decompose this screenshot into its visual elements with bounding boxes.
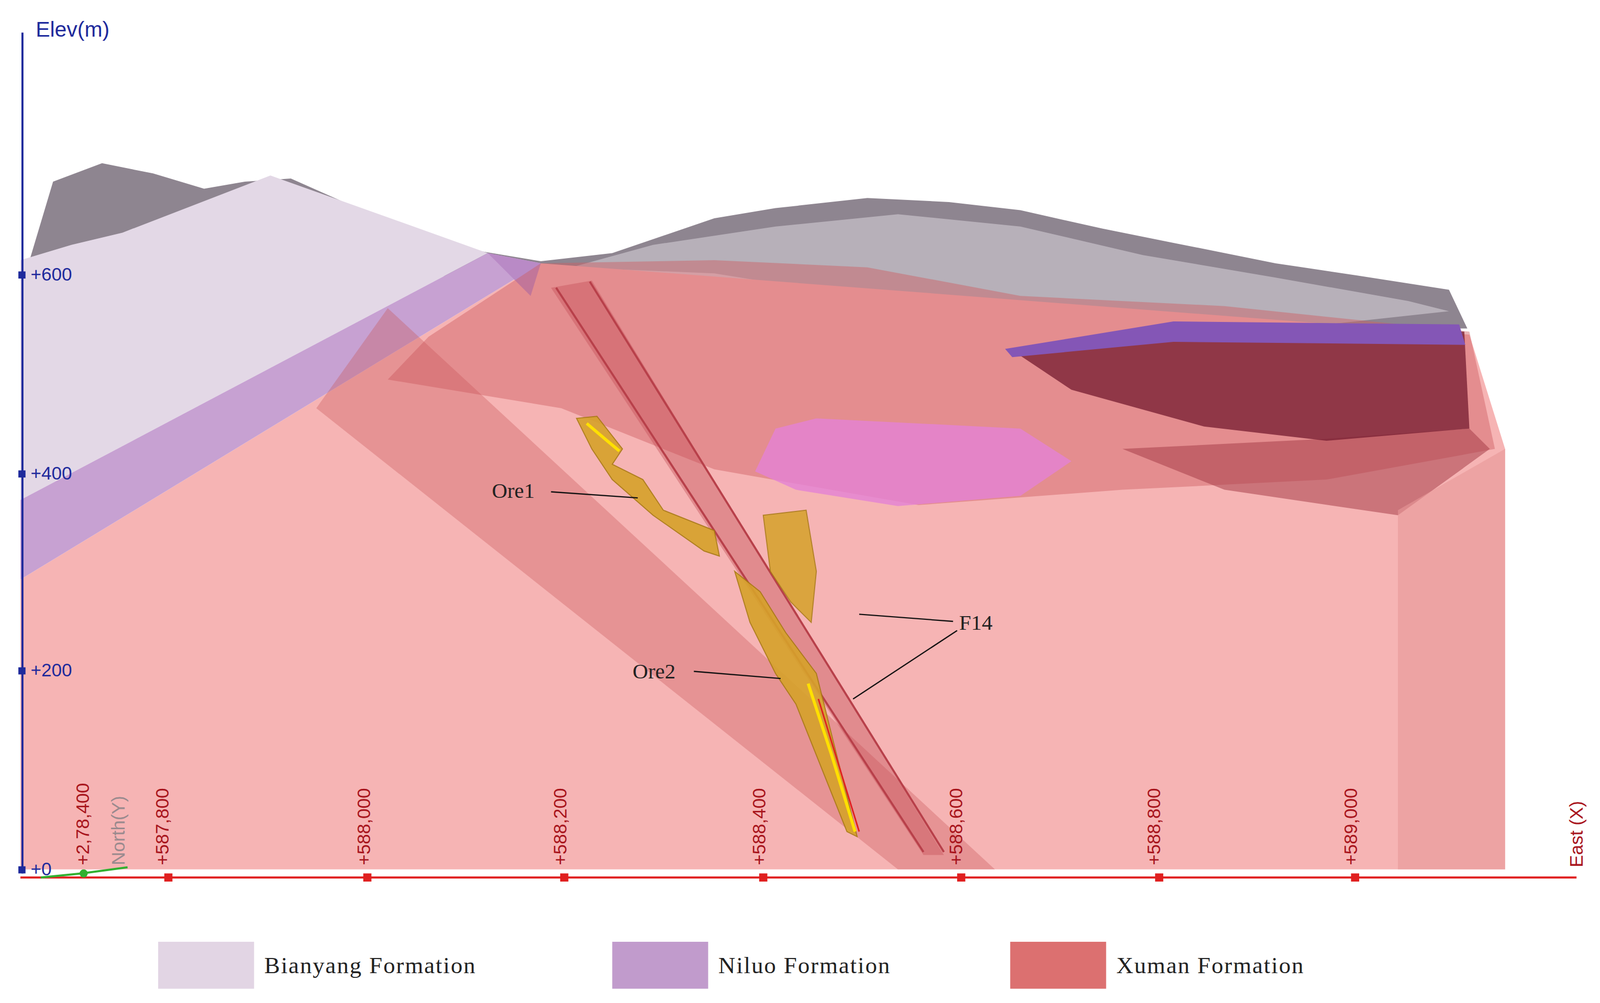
fault-line xyxy=(556,287,924,853)
north-axis xyxy=(40,867,128,878)
elevation-axis xyxy=(21,32,24,874)
tick-label: +600 xyxy=(30,265,72,286)
axis-title: Elev(m) xyxy=(35,16,110,41)
axis-tick xyxy=(79,869,88,879)
axis-tick xyxy=(759,873,768,882)
legend-swatch xyxy=(158,941,254,990)
niluo-strip xyxy=(1005,321,1466,358)
axis-tick xyxy=(18,667,26,675)
legend-text: Niluo Formation xyxy=(718,952,891,979)
tick-label: +2,78,400 xyxy=(73,783,94,866)
ore-body xyxy=(576,416,720,557)
axis-tick xyxy=(957,873,966,882)
east-axis xyxy=(20,876,1577,879)
fault-plane xyxy=(550,280,944,855)
axis-tick xyxy=(1154,873,1164,882)
ore-label: Ore1 xyxy=(491,479,535,503)
tick-label: +587,800 xyxy=(152,788,174,866)
ore-streak xyxy=(818,698,860,832)
tick-label: +588,600 xyxy=(947,788,968,866)
axis-tick xyxy=(363,873,372,882)
ore-body xyxy=(763,510,817,623)
axis-tick xyxy=(18,271,26,279)
legend-text: Bianyang Formation xyxy=(264,952,477,979)
axis-title: East (X) xyxy=(1567,801,1588,868)
magenta-lens xyxy=(754,418,1072,507)
legend-swatch xyxy=(1009,941,1106,990)
tick-label: +0 xyxy=(30,860,52,881)
axis-tick xyxy=(560,873,569,882)
ore-streak xyxy=(808,683,856,832)
tick-label: +588,800 xyxy=(1145,788,1166,866)
side-slab xyxy=(1397,449,1506,870)
tick-label: +200 xyxy=(30,661,72,682)
tick-label: +588,200 xyxy=(550,788,572,866)
axis-tick xyxy=(164,873,173,882)
leader-line xyxy=(859,614,953,622)
fault-line xyxy=(590,281,944,853)
ore-streak xyxy=(586,423,620,452)
axis-tick xyxy=(18,470,26,479)
axis-tick xyxy=(18,866,26,874)
legend-swatch xyxy=(612,941,708,990)
tick-label: +589,000 xyxy=(1341,788,1363,866)
ore-label: Ore2 xyxy=(632,659,676,684)
axis-title: North(Y) xyxy=(109,795,130,866)
leader-line xyxy=(693,671,781,680)
tick-label: +400 xyxy=(30,464,72,485)
tick-label: +588,000 xyxy=(354,788,376,866)
leader-line xyxy=(852,630,958,700)
axis-tick xyxy=(1350,873,1360,882)
leader-line xyxy=(550,491,638,498)
fault-label: F14 xyxy=(959,610,993,635)
legend-text: Xuman Formation xyxy=(1116,952,1305,979)
tick-label: +588,400 xyxy=(750,788,771,866)
